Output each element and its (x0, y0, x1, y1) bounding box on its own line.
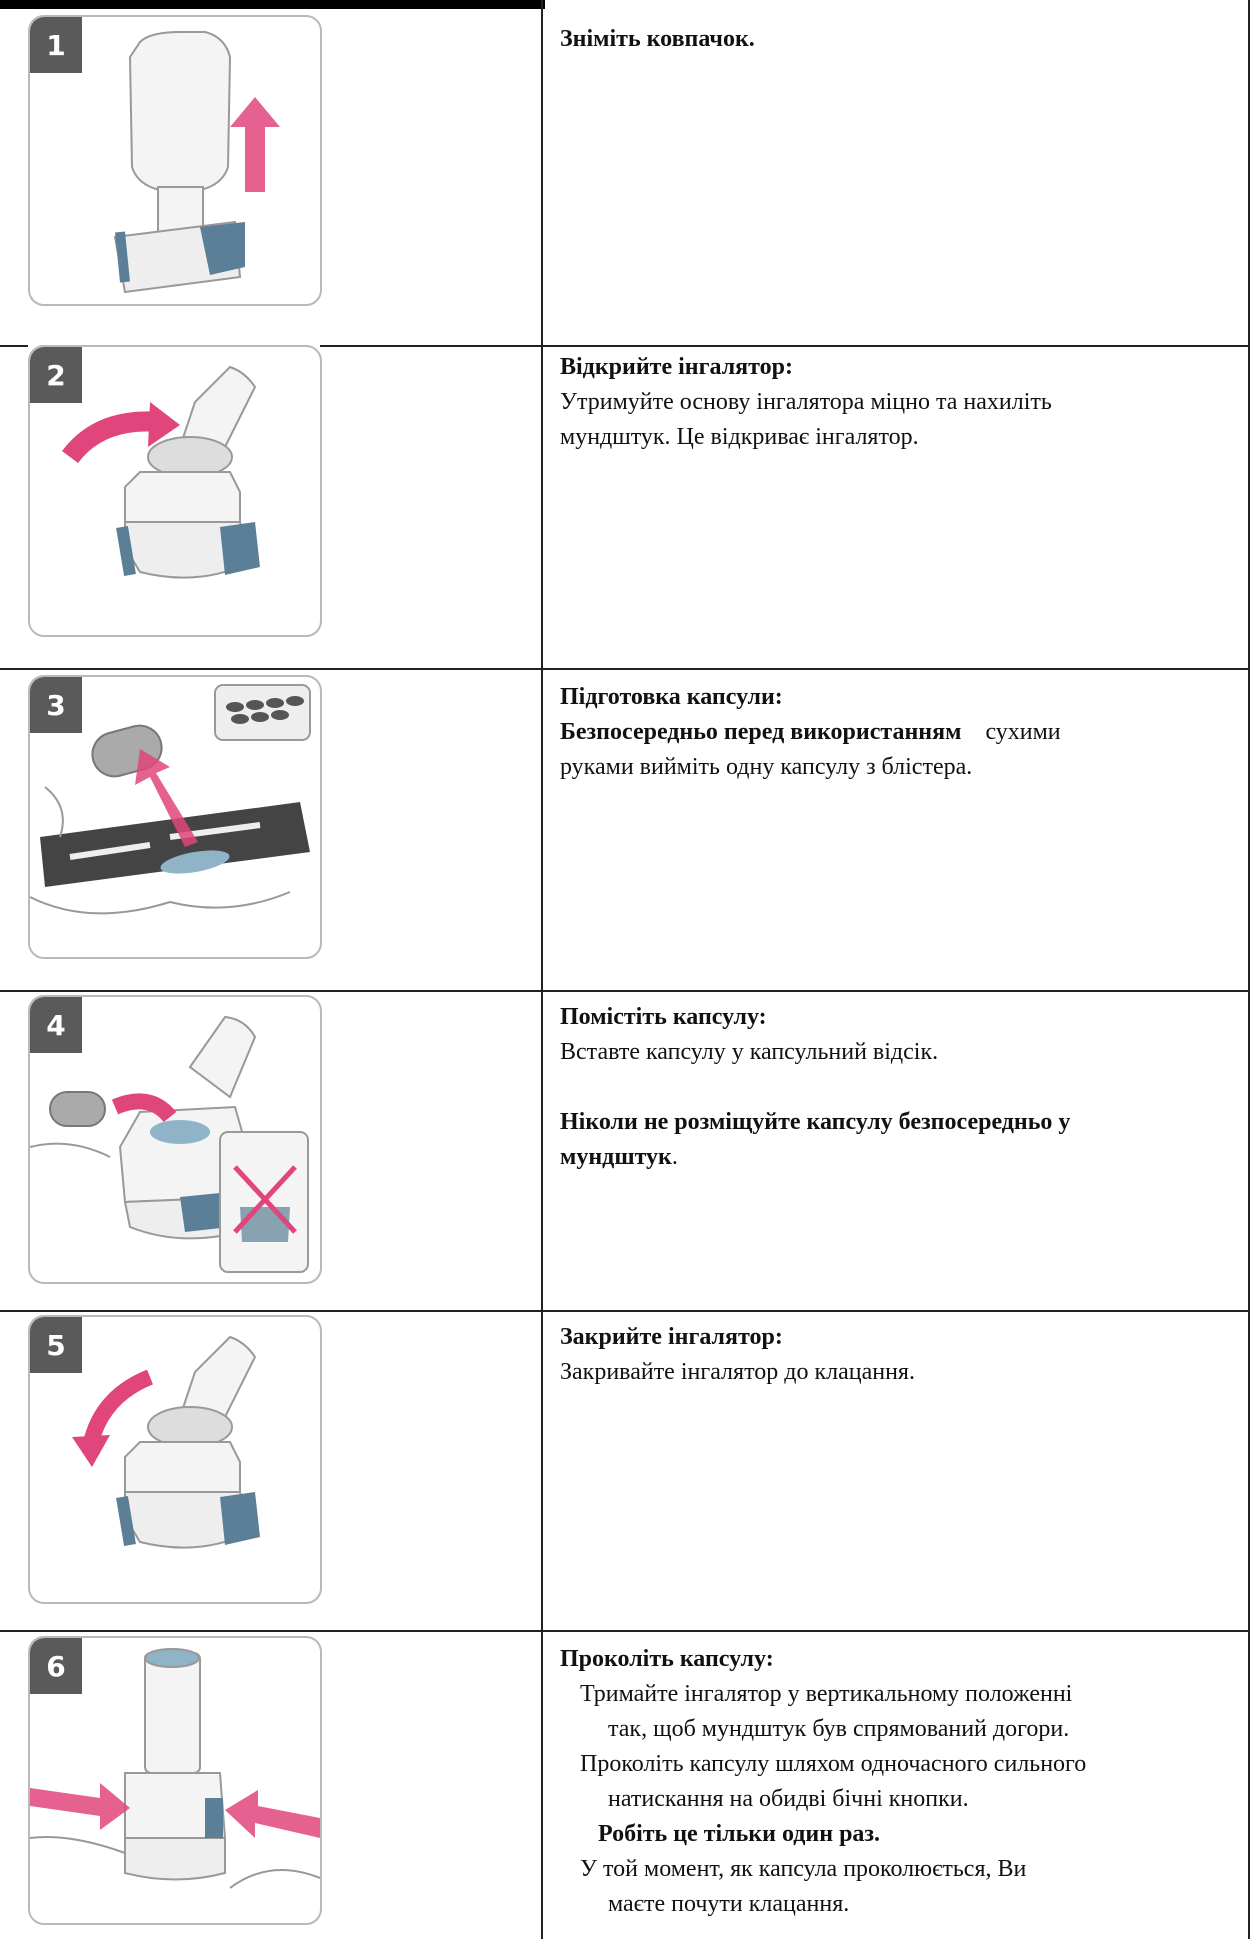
step-3-illustration: 3 (28, 675, 322, 959)
step-warning-end: . (672, 1144, 678, 1170)
step-2-text: Відкрийте інгалятор: Утримуйте основу ін… (560, 350, 1230, 455)
step-number-badge: 5 (30, 1317, 82, 1373)
step-line: мундштук. Це відкриває інгалятор. (560, 420, 1230, 455)
step-number-badge: 3 (30, 677, 82, 733)
step-number-badge: 6 (30, 1638, 82, 1694)
step-6-text: Проколіть капсулу: Тримайте інгалятор у … (560, 1642, 1230, 1922)
step-line: натискання на обидві бічні кнопки. (560, 1782, 1230, 1817)
step-4-text: Помістіть капсулу: Вставте капсулу у кап… (560, 1000, 1230, 1175)
step-6-illustration: 6 (28, 1636, 322, 1925)
step-line: сухими (985, 719, 1060, 745)
step-line: Утримуйте основу інгалятора міцно та нах… (560, 385, 1230, 420)
step-warning: Ніколи не розміщуйте капсулу безпосередн… (560, 1105, 1230, 1140)
step-number-badge: 1 (30, 17, 82, 73)
step-5-illustration: 5 (28, 1315, 322, 1604)
step-line: Вставте капсулу у капсульний відсік. (560, 1035, 1230, 1070)
step-title: Зніміть ковпачок. (560, 22, 1230, 57)
step-title: Помістіть капсулу: (560, 1000, 1230, 1035)
step-title: Відкрийте інгалятор: (560, 350, 1230, 385)
step-1-text: Зніміть ковпачок. (560, 22, 1230, 57)
step-line: У той момент, як капсула проколюється, В… (560, 1852, 1230, 1887)
step-4-illustration: 4 (28, 995, 322, 1284)
step-line: Закривайте інгалятор до клацання. (560, 1355, 1230, 1390)
step-line: так, щоб мундштук був спрямований догори… (560, 1712, 1230, 1747)
step-line: Проколіть капсулу шляхом одночасного сил… (560, 1747, 1230, 1782)
step-number-badge: 4 (30, 997, 82, 1053)
step-3-text: Підготовка капсули: Безпосередньо перед … (560, 680, 1230, 785)
step-5-text: Закрийте інгалятор: Закривайте інгалятор… (560, 1320, 1230, 1390)
table-divider (541, 0, 543, 1939)
top-bar (0, 0, 545, 9)
row-divider (0, 1310, 1250, 1312)
step-title: Проколіть капсулу: (560, 1642, 1230, 1677)
step-emphasis: Безпосередньо перед використанням (560, 719, 961, 745)
row-divider (0, 345, 28, 347)
row-divider (0, 1630, 1250, 1632)
step-line: маєте почути клацання. (560, 1887, 1230, 1922)
row-divider (0, 668, 1250, 670)
step-line: руками вийміть одну капсулу з блістера. (560, 750, 1230, 785)
step-line: Тримайте інгалятор у вертикальному полож… (560, 1677, 1230, 1712)
step-2-illustration: 2 (28, 345, 322, 637)
row-divider (320, 345, 1250, 347)
step-title: Підготовка капсули: (560, 680, 1230, 715)
step-warning: мундштук (560, 1144, 672, 1170)
step-number-badge: 2 (30, 347, 82, 403)
step-emphasis: Робіть це тільки один раз. (560, 1817, 1230, 1852)
row-divider (0, 990, 1250, 992)
step-1-illustration: 1 (28, 15, 322, 306)
step-title: Закрийте інгалятор: (560, 1320, 1230, 1355)
